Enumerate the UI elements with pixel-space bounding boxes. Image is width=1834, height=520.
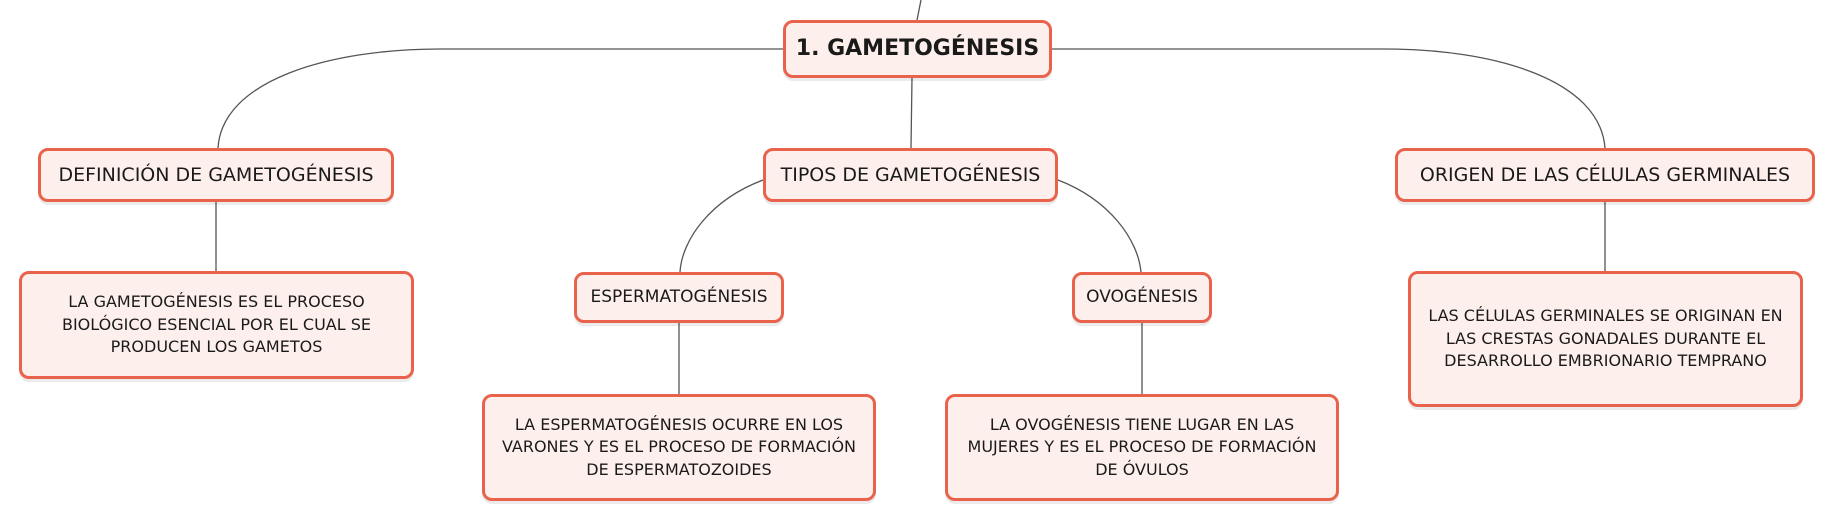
spermatogenesis-detail-node[interactable]: LA ESPERMATOGÉNESIS OCURRE EN LOS VARONE… bbox=[482, 394, 876, 501]
oogenesis-detail-text: LA OVOGÉNESIS TIENE LUGAR EN LAS MUJERES… bbox=[967, 414, 1317, 479]
origin-node[interactable]: ORIGEN DE LAS CÉLULAS GERMINALES bbox=[1395, 148, 1815, 202]
origin-detail-node[interactable]: LAS CÉLULAS GERMINALES SE ORIGINAN EN LA… bbox=[1408, 271, 1803, 407]
spermatogenesis-node-label: ESPERMATOGÉNESIS bbox=[590, 286, 768, 307]
root-node[interactable]: 1. GAMETOGÉNESIS bbox=[783, 20, 1052, 78]
oogenesis-node[interactable]: OVOGÉNESIS bbox=[1072, 272, 1212, 323]
oogenesis-node-label: OVOGÉNESIS bbox=[1086, 286, 1198, 307]
definition-node[interactable]: DEFINICIÓN DE GAMETOGÉNESIS bbox=[38, 148, 394, 202]
definition-detail-text: LA GAMETOGÉNESIS ES EL PROCESO BIOLÓGICO… bbox=[61, 292, 372, 357]
types-node-label: TIPOS DE GAMETOGÉNESIS bbox=[780, 163, 1041, 186]
connector-root-definition bbox=[217, 48, 783, 149]
connector-root-parent bbox=[916, 0, 922, 21]
connector-root-origin bbox=[1052, 48, 1606, 149]
spermatogenesis-node[interactable]: ESPERMATOGÉNESIS bbox=[574, 272, 784, 323]
connector-types-spermatogenesis bbox=[679, 179, 764, 273]
connector-root-types bbox=[910, 77, 913, 149]
definition-detail-node[interactable]: LA GAMETOGÉNESIS ES EL PROCESO BIOLÓGICO… bbox=[19, 271, 414, 379]
root-node-label: 1. GAMETOGÉNESIS bbox=[795, 35, 1040, 61]
definition-node-label: DEFINICIÓN DE GAMETOGÉNESIS bbox=[58, 163, 374, 186]
oogenesis-detail-node[interactable]: LA OVOGÉNESIS TIENE LUGAR EN LAS MUJERES… bbox=[945, 394, 1339, 501]
origin-node-label: ORIGEN DE LAS CÉLULAS GERMINALES bbox=[1419, 163, 1791, 186]
origin-detail-text: LAS CÉLULAS GERMINALES SE ORIGINAN EN LA… bbox=[1428, 306, 1783, 371]
types-node[interactable]: TIPOS DE GAMETOGÉNESIS bbox=[763, 148, 1058, 202]
connector-types-oogenesis bbox=[1057, 179, 1142, 273]
spermatogenesis-detail-text: LA ESPERMATOGÉNESIS OCURRE EN LOS VARONE… bbox=[501, 414, 857, 479]
